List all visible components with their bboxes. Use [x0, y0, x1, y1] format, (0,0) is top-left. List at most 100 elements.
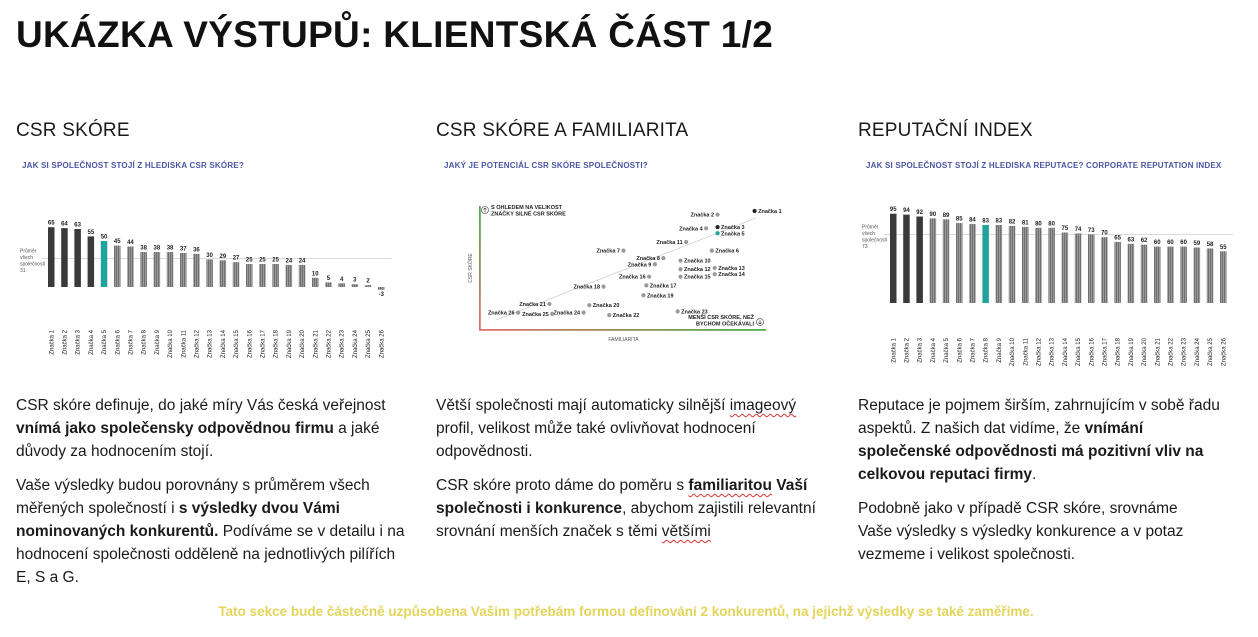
bar — [1127, 243, 1135, 303]
bar — [1220, 251, 1227, 303]
bar-category-label: Značka 4 — [89, 329, 95, 354]
scatter-point — [712, 265, 717, 271]
bar-value-label: 83 — [982, 218, 989, 224]
bar-value-label: 3 — [353, 278, 357, 284]
scatter-point — [641, 293, 646, 298]
bar-value-label: 73 — [1088, 228, 1095, 234]
scatter-point — [715, 224, 720, 230]
scatter-point-label: Značka 22 — [613, 313, 640, 319]
bar — [1167, 246, 1174, 303]
bar — [298, 264, 306, 287]
scatter-point — [675, 309, 680, 314]
bar — [48, 227, 55, 287]
bar-category-label: Značka 3 — [76, 329, 82, 354]
bar-category-label: Značka 13 — [208, 329, 214, 358]
scatter-point-label: Značka 9 — [628, 262, 652, 268]
bar — [74, 229, 81, 287]
scatter-point-label: Značka 11 — [656, 240, 682, 246]
bar-value-label: 82 — [1009, 219, 1016, 225]
scatter-point-label: Značka 15 — [684, 275, 711, 281]
bar-category-label: Značka 11 — [181, 329, 187, 357]
scatter-point-label: Značka 25 — [522, 312, 549, 318]
arrow-up-icon — [481, 206, 489, 214]
scatter-point — [678, 267, 683, 272]
bar-category-label: Značka 17 — [1102, 337, 1108, 366]
scatter-point — [715, 212, 720, 217]
bar-category-label: Značka 16 — [1089, 337, 1095, 366]
bar — [259, 264, 266, 287]
bar-value-label: 58 — [1207, 242, 1214, 248]
bar-value-label: 84 — [969, 218, 976, 224]
bar-value-label: 44 — [127, 240, 134, 246]
section-csr-familiarity: CSR SKÓRE A FAMILIARITA JAKÝ JE POTENCIÁ… — [436, 0, 836, 637]
bar-value-label: 63 — [1128, 237, 1135, 243]
bar-category-label: Značka 6 — [957, 337, 963, 362]
bar-value-label: 24 — [286, 258, 293, 264]
bar-category-label: Značka 5 — [102, 329, 108, 354]
reputation-paragraph-1: Reputace je pojmem širším, zahrnujícím v… — [858, 397, 1220, 483]
bar — [1114, 241, 1121, 303]
bar-value-label: 25 — [272, 258, 279, 264]
bar — [378, 287, 385, 290]
bar — [140, 252, 147, 287]
scatter-point-label: Značka 20 — [593, 303, 620, 309]
bar-category-label: Značka 1 — [49, 329, 55, 354]
chart-question: JAK SI SPOLEČNOST STOJÍ Z HLEDISKA CSR S… — [22, 161, 244, 170]
bar-category-label: Značka 7 — [128, 329, 134, 354]
scatter-point-label: Značka 12 — [684, 267, 711, 273]
bar — [929, 218, 937, 303]
bar-category-label: Značka 4 — [931, 337, 937, 362]
bar — [1035, 227, 1042, 303]
bar-category-label: Značka 21 — [313, 329, 319, 358]
bar-category-label: Značka 9 — [997, 337, 1003, 362]
bar — [1088, 234, 1095, 303]
scatter-point-label: Značka 19 — [647, 293, 674, 299]
bar — [903, 214, 910, 303]
bar-category-label: Značka 16 — [247, 329, 253, 358]
bar-category-label: Značka 25 — [366, 329, 372, 358]
scatter-point-label: Značka 3 — [721, 225, 745, 231]
bar-value-label: 38 — [154, 246, 161, 252]
bar-value-label: 62 — [1141, 238, 1148, 244]
familiarity-paragraph-1: Větší společnosti mají automaticky silně… — [436, 397, 797, 460]
bar-category-label: Značka 24 — [353, 329, 359, 358]
scatter-point-label: Značka 1 — [758, 209, 782, 215]
bar — [916, 216, 923, 303]
bar — [956, 223, 963, 303]
bar-category-label: Značka 2 — [62, 329, 68, 354]
section-reputation-index: REPUTAČNÍ INDEX JAK SI SPOLEČNOST STOJÍ … — [858, 0, 1258, 637]
bar — [1140, 244, 1148, 303]
bar-value-label: 27 — [233, 256, 240, 262]
bar — [1154, 246, 1161, 303]
scatter-point-label: Značka 24 — [553, 311, 581, 317]
bar-category-label: Značka 19 — [287, 329, 293, 358]
trend-line — [495, 217, 757, 321]
bar-value-label: 74 — [1075, 227, 1082, 233]
bar-category-label: Značka 22 — [326, 329, 332, 358]
bar-category-label: Značka 1 — [891, 337, 897, 362]
bar-value-label: 10 — [312, 271, 319, 277]
bar-category-label: Značka 25 — [1208, 337, 1214, 366]
bar-value-label: 60 — [1180, 240, 1187, 246]
bar-category-label: Značka 26 — [1221, 337, 1227, 366]
bar-value-label: 83 — [996, 218, 1003, 224]
bar — [219, 260, 227, 287]
scatter-point-label: Značka 18 — [573, 285, 600, 291]
bar-category-label: Značka 18 — [1116, 337, 1122, 366]
bar-category-label: Značka 8 — [142, 329, 148, 354]
footer-note: Tato sekce bude částečně uzpůsobena Vaši… — [218, 604, 1034, 619]
bar — [942, 219, 950, 303]
bar-value-label: 95 — [890, 207, 897, 213]
bar-value-label: 38 — [167, 246, 174, 252]
bar-value-label: 24 — [299, 258, 306, 264]
bar — [1101, 237, 1108, 303]
bar-value-label: -3 — [379, 292, 385, 298]
scatter-point — [678, 258, 683, 263]
bar-category-label: Značka 20 — [300, 329, 306, 358]
scatter-point — [704, 226, 709, 231]
reputation-paragraph-2: Podobně jako v případě CSR skóre, srovná… — [858, 500, 1184, 563]
bar-category-label: Značka 15 — [234, 329, 240, 358]
